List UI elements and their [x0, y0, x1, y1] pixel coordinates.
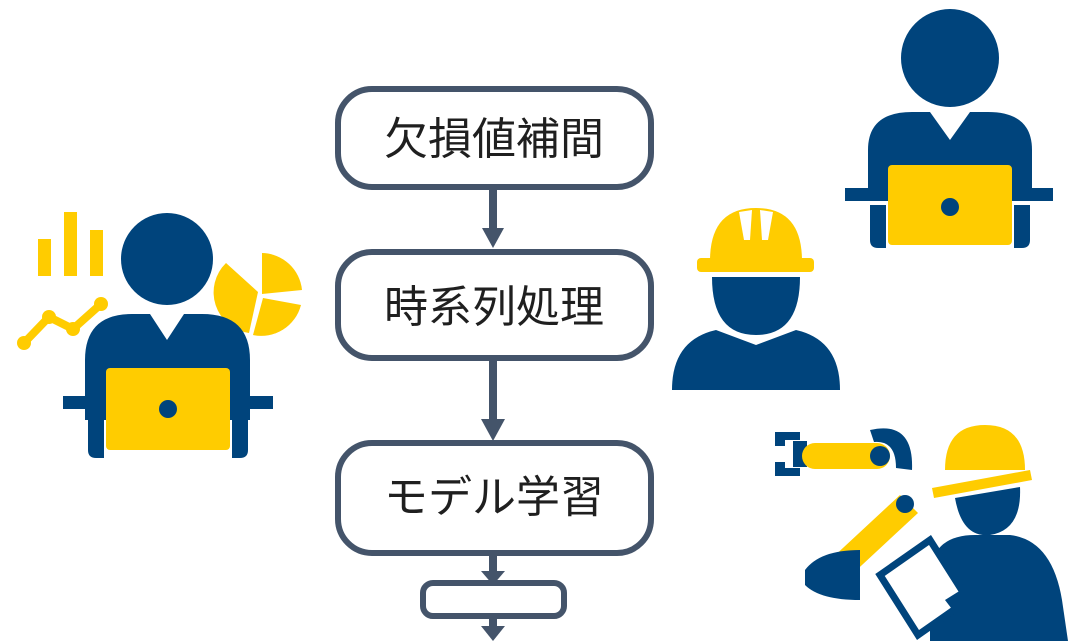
flow-arrow-4 [481, 616, 505, 641]
flow-step-2-label: 時系列処理 [384, 282, 604, 333]
pie-chart-icon [213, 253, 302, 336]
flow-step-3: モデル学習 [335, 440, 654, 556]
worker-with-tablet-and-robot-arm-icon [775, 425, 1068, 641]
bar-chart-icon [38, 212, 103, 276]
flow-step-3-label: モデル学習 [384, 472, 604, 523]
flow-step-1: 欠損値補間 [335, 86, 654, 190]
flow-step-1-label: 欠損値補間 [384, 114, 604, 165]
worker-with-hard-hat-icon [672, 208, 840, 390]
flow-arrow-2 [481, 358, 505, 441]
line-chart-icon [17, 297, 108, 350]
flow-arrow-3 [481, 553, 505, 585]
flow-step-4 [420, 580, 567, 619]
flow-step-2: 時系列処理 [335, 249, 654, 361]
data-analyst-with-laptop-and-charts-icon [17, 212, 302, 458]
person-with-laptop-icon [845, 9, 1053, 248]
flow-arrow-1 [482, 187, 504, 248]
